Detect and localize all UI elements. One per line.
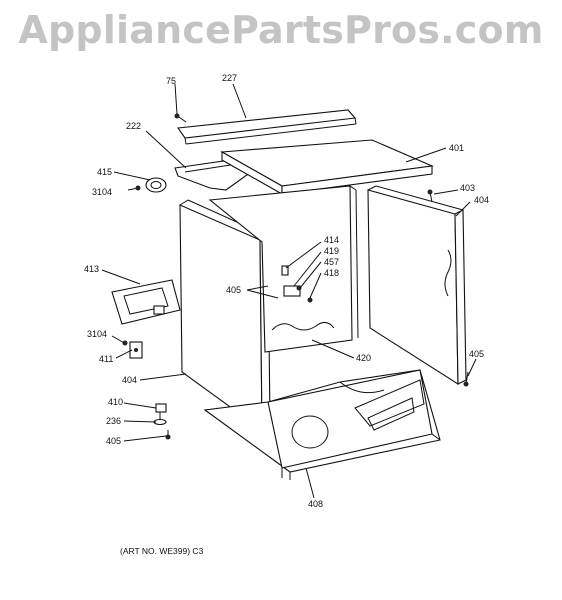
callout-405-right: 405 [469,349,484,359]
callout-413: 413 [84,264,99,274]
part-screw-75 [174,113,187,123]
part-top-cover [220,139,435,195]
callout-401: 401 [449,143,464,153]
part-rear-panel [208,185,359,353]
callout-410: 410 [108,397,123,407]
callout-labels: 75 227 222 401 415 3104 403 404 414 419 … [84,73,489,509]
part-leveling-leg [153,403,167,426]
part-screw-3104-b [111,335,128,346]
art-number: (ART NO. WE399) C3 [120,546,204,556]
part-411 [129,341,143,359]
callout-420: 420 [356,353,371,363]
callout-404-left: 404 [122,375,137,385]
part-top-rail [177,109,357,145]
callout-404-right: 404 [474,195,489,205]
callout-414: 414 [324,235,339,245]
part-screw-403 [427,189,433,203]
callout-408: 408 [308,499,323,509]
callout-419: 419 [324,246,339,256]
part-small-hardware-cluster [281,265,313,303]
callout-405-middle: 405 [226,285,241,295]
part-screw-405-right [463,371,469,387]
part-base [203,369,441,480]
part-screw-405-bottom [165,430,171,440]
part-413 [111,279,181,325]
callout-3104-b: 3104 [87,329,107,339]
part-415 [145,177,167,193]
callout-227: 227 [222,73,237,83]
leader-lines [101,83,477,499]
callout-405-bottom: 405 [106,436,121,446]
callout-222: 222 [126,121,141,131]
callout-457: 457 [324,257,339,267]
part-screw-3104-a [127,185,141,191]
watermark: AppliancePartsPros.com [18,8,544,52]
callout-415: 415 [97,167,112,177]
callout-418: 418 [324,268,339,278]
callout-403: 403 [460,183,475,193]
callout-3104-a: 3104 [92,187,112,197]
callout-236: 236 [106,416,121,426]
part-right-side-panel [367,185,467,386]
callout-75: 75 [166,76,176,86]
callout-411: 411 [99,354,113,364]
